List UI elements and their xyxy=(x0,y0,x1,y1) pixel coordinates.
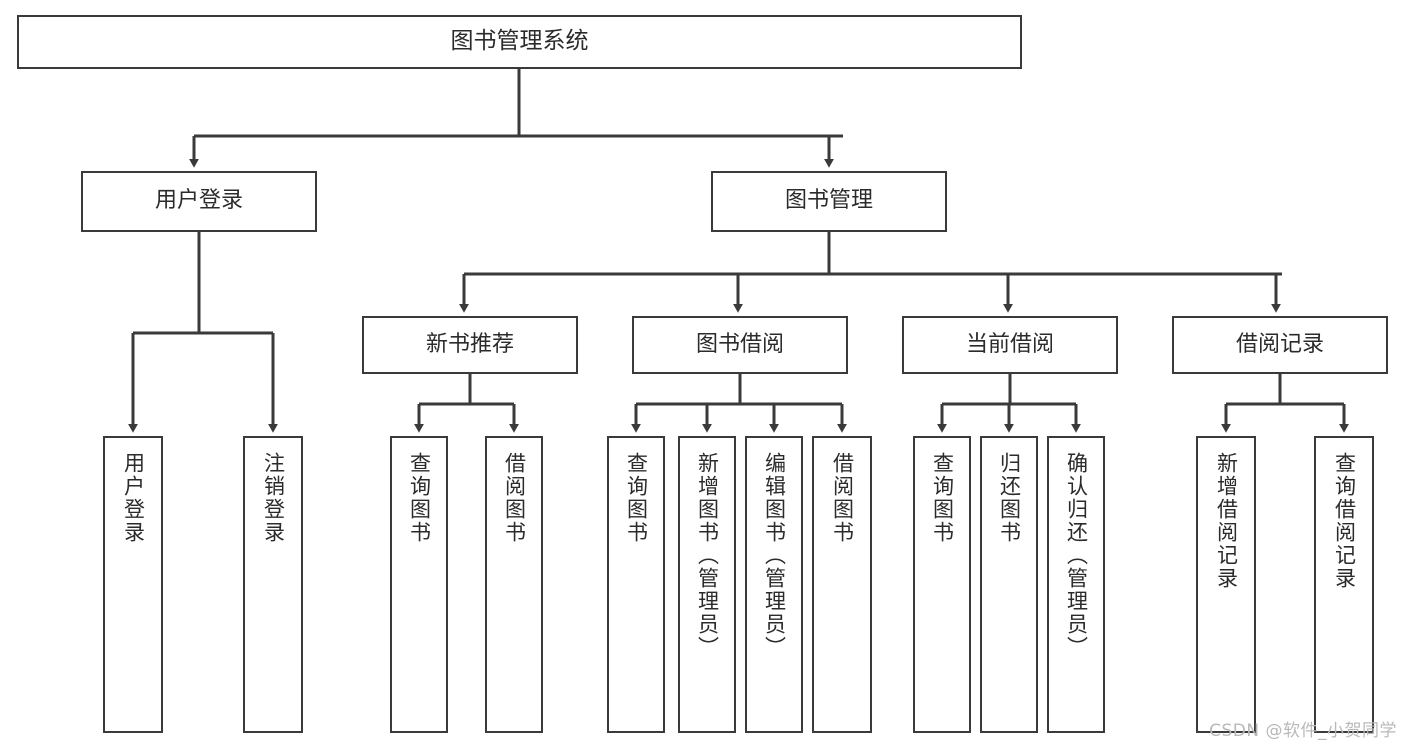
node-borrow-records-label: 借阅记录 xyxy=(1235,331,1324,357)
edges-newbook-to-leaves xyxy=(414,374,519,433)
node-leaf-query-books-borrow-label: 查询图书 xyxy=(624,452,649,544)
node-leaf-user-login-label: 用户登录 xyxy=(121,452,146,544)
node-leaf-borrow-books-recommend[interactable]: 借阅图书 xyxy=(485,436,543,733)
edges-root-to-level2 xyxy=(189,68,843,168)
node-book-borrow[interactable]: 图书借阅 xyxy=(632,316,848,374)
node-root-system-label: 图书管理系统 xyxy=(450,28,589,55)
node-leaf-query-books-recommend-label: 查询图书 xyxy=(407,452,432,544)
node-book-management[interactable]: 图书管理 xyxy=(711,171,947,232)
node-leaf-add-book-admin-label: 新增图书（管理员） xyxy=(695,452,720,659)
node-root-system[interactable]: 图书管理系统 xyxy=(17,15,1022,69)
node-user-login-label: 用户登录 xyxy=(154,188,243,214)
node-leaf-edit-book-admin-label: 编辑图书（管理员） xyxy=(762,452,787,659)
node-leaf-query-borrow-record[interactable]: 查询借阅记录 xyxy=(1314,436,1374,733)
node-leaf-query-books-current[interactable]: 查询图书 xyxy=(913,436,971,733)
node-leaf-logout[interactable]: 注销登录 xyxy=(243,436,303,733)
edges-current-to-leaves xyxy=(937,374,1081,433)
node-leaf-return-books[interactable]: 归还图书 xyxy=(980,436,1038,733)
node-leaf-confirm-return-admin[interactable]: 确认归还（管理员） xyxy=(1047,436,1105,733)
node-borrow-records[interactable]: 借阅记录 xyxy=(1172,316,1388,374)
edges-borrow-to-leaves xyxy=(631,374,847,433)
node-leaf-user-login[interactable]: 用户登录 xyxy=(103,436,163,733)
node-leaf-query-books-current-label: 查询图书 xyxy=(930,452,955,544)
node-book-management-label: 图书管理 xyxy=(784,188,873,214)
node-leaf-add-borrow-record[interactable]: 新增借阅记录 xyxy=(1196,436,1256,733)
node-book-borrow-label: 图书借阅 xyxy=(695,331,784,357)
edges-records-to-leaves xyxy=(1221,374,1349,433)
node-leaf-add-borrow-record-label: 新增借阅记录 xyxy=(1214,452,1239,590)
edges-bookmgmt-to-level3 xyxy=(459,232,1282,313)
node-leaf-query-books-recommend[interactable]: 查询图书 xyxy=(390,436,448,733)
edges-userlogin-to-leaves xyxy=(128,232,278,433)
node-leaf-query-borrow-record-label: 查询借阅记录 xyxy=(1332,452,1357,590)
node-current-borrow-label: 当前借阅 xyxy=(965,331,1054,357)
node-leaf-query-books-borrow[interactable]: 查询图书 xyxy=(607,436,665,733)
node-user-login[interactable]: 用户登录 xyxy=(81,171,317,232)
node-leaf-borrow-books-recommend-label: 借阅图书 xyxy=(502,452,527,544)
node-leaf-borrow-books-borrow-label: 借阅图书 xyxy=(830,452,855,544)
node-leaf-logout-label: 注销登录 xyxy=(261,452,286,544)
node-leaf-borrow-books-borrow[interactable]: 借阅图书 xyxy=(812,436,872,733)
node-leaf-edit-book-admin[interactable]: 编辑图书（管理员） xyxy=(745,436,803,733)
node-current-borrow[interactable]: 当前借阅 xyxy=(902,316,1118,374)
node-leaf-confirm-return-admin-label: 确认归还（管理员） xyxy=(1064,452,1089,659)
node-new-book-recommend-label: 新书推荐 xyxy=(425,331,514,357)
node-new-book-recommend[interactable]: 新书推荐 xyxy=(362,316,578,374)
node-leaf-return-books-label: 归还图书 xyxy=(997,452,1022,544)
node-leaf-add-book-admin[interactable]: 新增图书（管理员） xyxy=(678,436,736,733)
